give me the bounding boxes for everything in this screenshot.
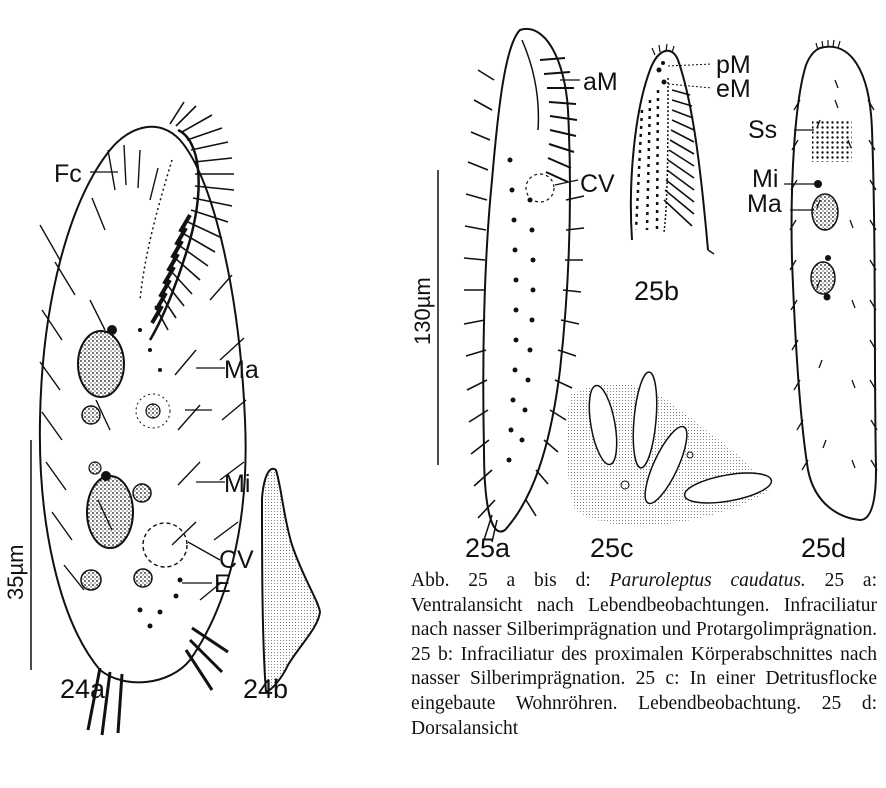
scale-bar-24: 35µm [3,545,28,600]
label-fc: Fc [54,160,82,188]
figure-25c-drawing [567,371,774,526]
figure-caption: Abb. 25 a bis d: Paruroleptus caudatus. … [411,569,877,788]
panel-label-25c: 25c [590,533,634,563]
panel-label-25a: 25a [465,533,511,563]
figure-25a-drawing [438,29,584,542]
caption-lead: Abb. 25 a bis d: [411,570,610,591]
panel-label-24b: 24b [243,674,288,704]
caption-body: 25 a: Ventralansicht nach Lebendbeobacht… [411,570,877,739]
figure-25b-drawing [631,44,714,254]
label-em: eM [716,75,751,103]
figure-25d-drawing [784,40,877,520]
label-ss: Ss [748,116,777,144]
figure-24a-drawing [31,102,246,735]
figure-24b-drawing [262,469,320,692]
scale-bar-25: 130µm [410,277,435,345]
label-e: E [214,570,231,598]
panel-label-24a: 24a [60,674,106,704]
panel-label-25d: 25d [801,533,846,563]
label-mi-25: Mi [752,165,778,193]
label-ma-25: Ma [747,190,782,218]
label-mi-24: Mi [224,470,250,498]
label-cv-25: CV [580,170,615,198]
panel-label-25b: 25b [634,276,679,306]
label-ma-24: Ma [224,356,259,384]
caption-species: Paruroleptus caudatus. [610,570,806,591]
label-am: aM [583,68,618,96]
